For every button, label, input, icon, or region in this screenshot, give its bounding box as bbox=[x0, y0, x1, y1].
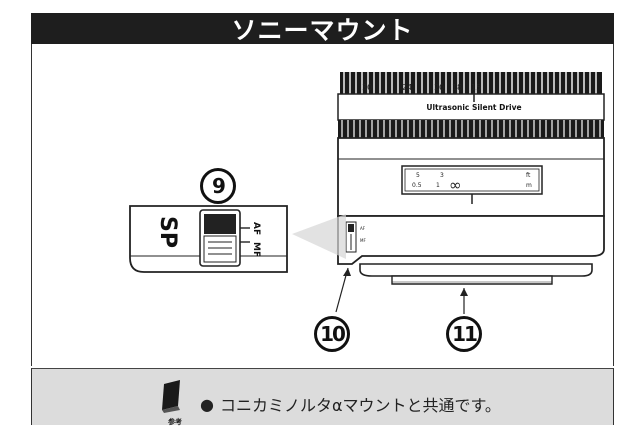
reference-label: 参考 bbox=[168, 418, 182, 426]
focus-ring-ribs bbox=[341, 120, 601, 138]
svg-text:ft: ft bbox=[526, 172, 531, 179]
bullet-icon: ● bbox=[200, 394, 214, 414]
label-af: AF bbox=[251, 222, 261, 235]
svg-text:0.5: 0.5 bbox=[412, 182, 422, 189]
section-title: ソニーマウント bbox=[231, 15, 414, 45]
focus-ring bbox=[338, 120, 604, 138]
sp-logo: SP bbox=[155, 216, 180, 248]
note-panel: 参考 ● コニカミノルタαマウントと共通です。 bbox=[31, 368, 614, 426]
scale-18: 18 bbox=[452, 83, 462, 92]
section-header: ソニーマウント bbox=[31, 13, 614, 45]
svg-text:AF: AF bbox=[360, 226, 366, 231]
callout-9: 9 bbox=[200, 168, 236, 204]
magnify-beam bbox=[292, 214, 346, 259]
callout-10: 10 bbox=[314, 316, 350, 352]
callout-11: 11 bbox=[446, 316, 482, 352]
lens-mount-ring bbox=[359, 263, 593, 277]
lens-mount-flange bbox=[391, 275, 553, 285]
lens-figure: 30 24 20 18 15 Ultrasonic Silent Drive bbox=[31, 44, 614, 366]
label-mf: MF bbox=[251, 242, 261, 257]
lens-illustration: 30 24 20 18 15 Ultrasonic Silent Drive bbox=[129, 72, 605, 314]
note-text: コニカミノルタαマウントと共通です。 bbox=[219, 396, 501, 415]
svg-text:5: 5 bbox=[416, 172, 420, 179]
reference-book-icon bbox=[162, 380, 180, 413]
svg-text:∞: ∞ bbox=[449, 176, 462, 194]
svg-text:MF: MF bbox=[360, 238, 366, 243]
zoom-scale-band bbox=[337, 93, 605, 121]
svg-text:3: 3 bbox=[440, 172, 444, 179]
switch-knob-bottom bbox=[203, 235, 237, 263]
scale-24: 24 bbox=[402, 83, 412, 92]
note-text-row: ● コニカミノルタαマウントと共通です。 bbox=[200, 392, 501, 416]
distance-window bbox=[401, 165, 543, 195]
scale-30: 30 bbox=[362, 83, 372, 92]
switch-knob-top bbox=[204, 214, 236, 234]
sp-logo-area bbox=[148, 212, 174, 252]
scale-15: 15 bbox=[471, 83, 481, 92]
svg-text:1: 1 bbox=[436, 182, 440, 189]
scale-20: 20 bbox=[434, 83, 444, 92]
brand-line: Ultrasonic Silent Drive bbox=[426, 103, 521, 112]
svg-text:m: m bbox=[526, 182, 532, 189]
zoom-ring-ribs bbox=[343, 72, 597, 94]
lens-lower-body bbox=[337, 215, 605, 265]
